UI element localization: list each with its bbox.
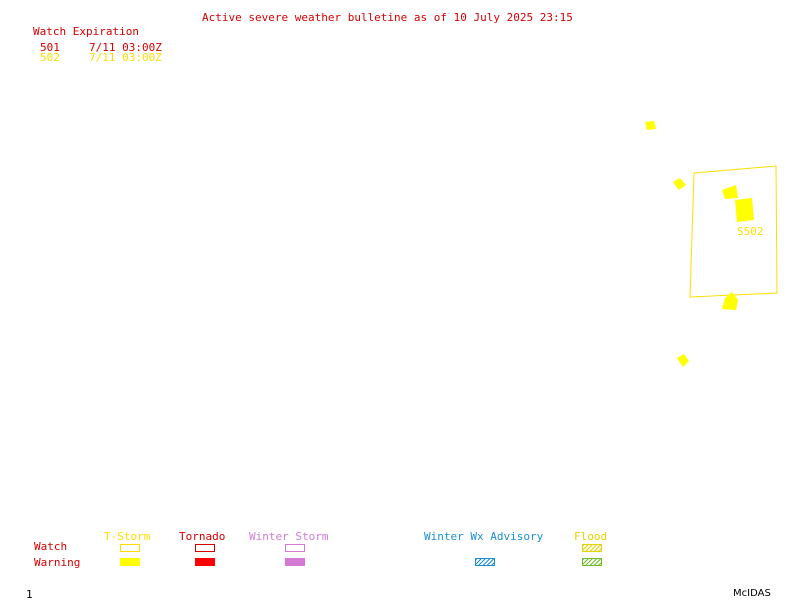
- legend-tstorm-label: T-Storm: [104, 530, 151, 543]
- storm-warning-polygon: [673, 178, 686, 190]
- tornado-watch-swatch: [195, 544, 215, 552]
- storm-warning-polygon: [677, 354, 689, 367]
- storm-warning-polygon: [722, 292, 738, 310]
- watch-502-label: S502: [737, 225, 764, 238]
- watch-502-id: 502: [40, 51, 60, 64]
- mcidas-brand: McIDAS: [733, 588, 771, 599]
- watch-expiration-header: Watch Expiration: [33, 25, 139, 38]
- flood-watch-swatch: [582, 544, 602, 552]
- tornado-warning-swatch: [195, 558, 215, 566]
- flood-warning-swatch: [582, 558, 602, 566]
- watch-501-expiration: 7/11 03:00Z: [89, 41, 162, 54]
- tstorm-warning-swatch: [120, 558, 140, 566]
- watch-502-expiration: 7/11 03:00Z: [89, 51, 162, 64]
- legend-tornado-label: Tornado: [179, 530, 226, 543]
- legend-warning-row-label: Warning: [34, 556, 81, 569]
- frame-number: 1: [26, 588, 33, 601]
- watch-501-id: 501: [40, 41, 60, 54]
- tstorm-watch-swatch: [120, 544, 140, 552]
- watch-502-outline: [689, 165, 778, 298]
- storm-warning-polygon: [645, 121, 656, 130]
- storm-warning-polygon: [735, 198, 754, 222]
- legend-winter-wx-advisory-label: Winter Wx Advisory: [424, 530, 544, 543]
- winter-storm-watch-swatch: [285, 544, 305, 552]
- legend-flood-label: Flood: [574, 530, 608, 543]
- storm-warning-polygon: [722, 185, 738, 199]
- winter-wx-advisory-swatch: [475, 558, 495, 566]
- legend-watch-row-label: Watch: [34, 540, 68, 553]
- bulletin-title: Active severe weather bulletine as of 10…: [202, 11, 573, 24]
- winter-storm-warning-swatch: [285, 558, 305, 566]
- legend-winter-storm-label: Winter Storm: [249, 530, 329, 543]
